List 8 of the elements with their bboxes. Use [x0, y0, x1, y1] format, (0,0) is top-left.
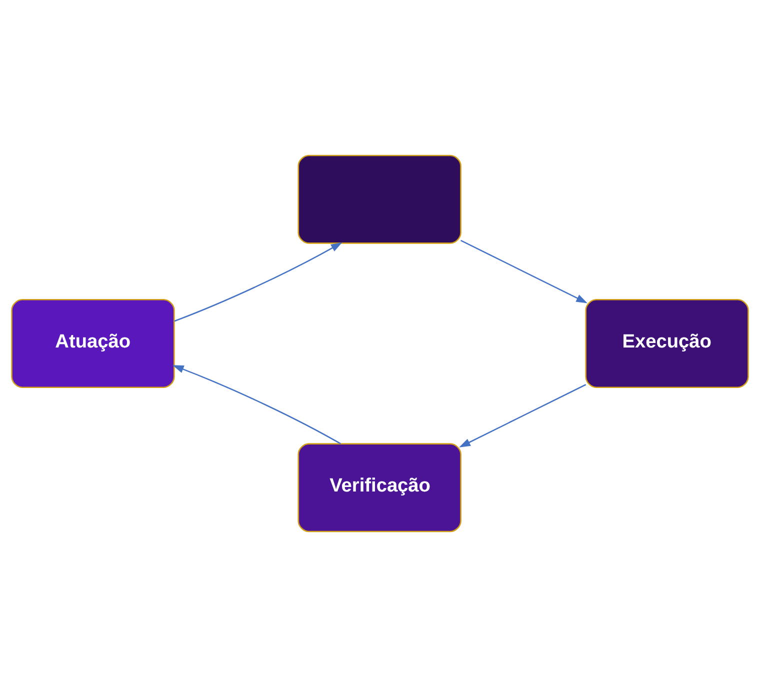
node-box: Verificação — [298, 442, 462, 532]
node-box — [298, 154, 462, 244]
arrow — [459, 384, 586, 447]
arrow — [174, 242, 342, 322]
arrow — [460, 239, 588, 303]
node-box: Execução — [585, 298, 749, 388]
arrow — [172, 364, 341, 444]
node-box: Atuação — [11, 298, 175, 388]
